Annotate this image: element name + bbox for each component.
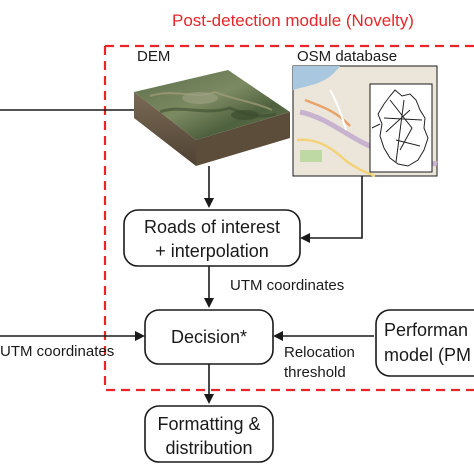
decision-box (144, 309, 274, 365)
utm-coordinates-left-label: UTM coordinates (0, 343, 114, 360)
performance-box-line1: Performan (384, 320, 468, 340)
relocation-threshold-line1: Relocation (284, 344, 355, 361)
osm-label: OSM database (297, 48, 397, 65)
osm-map-image (292, 65, 438, 178)
module-title: Post-detection module (Novelty) (172, 11, 414, 30)
roads-box-line2: + interpolation (155, 241, 269, 261)
performance-model-box (375, 309, 474, 377)
arrow-osm-to-roads (300, 176, 363, 243)
formatting-box-line1: Formatting & (157, 414, 260, 434)
relocation-threshold-line2: threshold (284, 364, 346, 381)
dem-terrain-image (134, 70, 290, 166)
module-border (103, 44, 474, 392)
roads-of-interest-box (123, 209, 301, 267)
dem-label: DEM (137, 48, 170, 65)
roads-box-line1: Roads of interest (144, 217, 280, 237)
formatting-distribution-box (144, 405, 274, 463)
performance-box-line2: model (PM (384, 345, 471, 365)
decision-label: Decision* (171, 327, 247, 347)
utm-coordinates-upper-label: UTM coordinates (230, 277, 344, 294)
formatting-box-line2: distribution (165, 438, 252, 458)
